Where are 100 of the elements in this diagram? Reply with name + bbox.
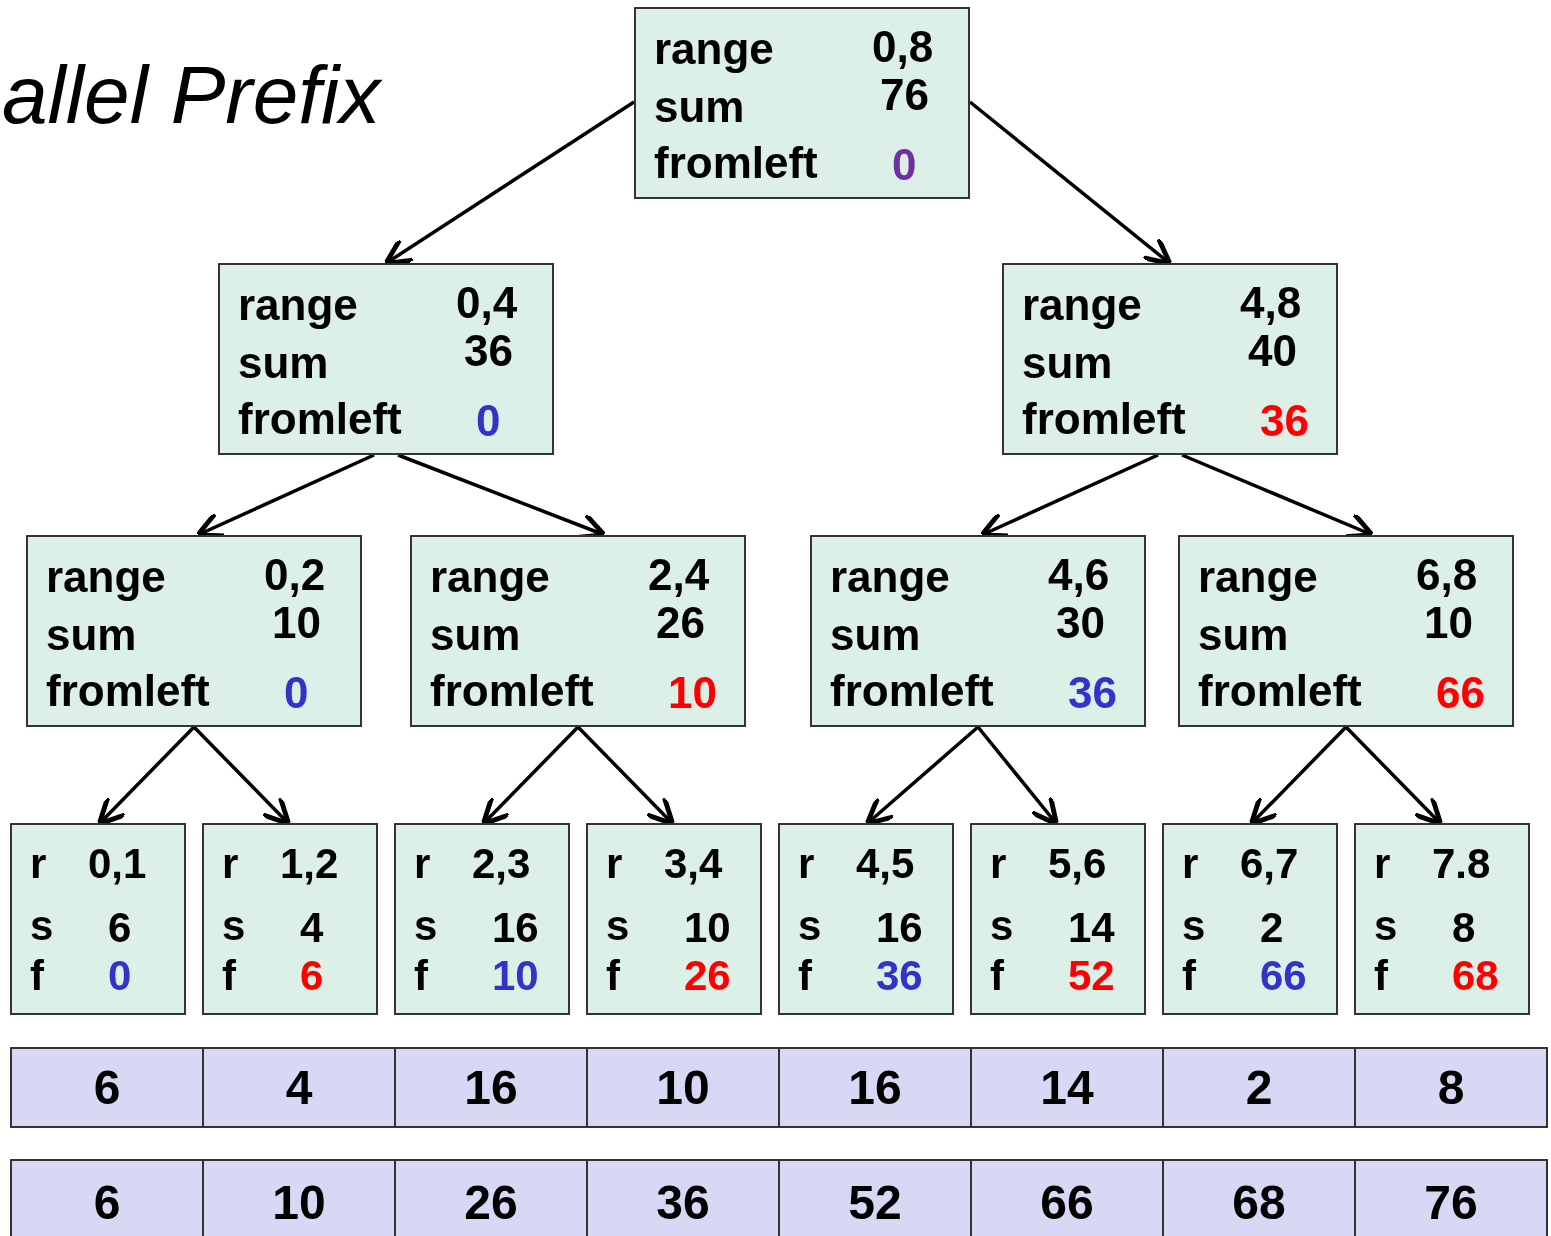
field-value: 36 (464, 329, 513, 373)
field-value: 0 (476, 399, 501, 443)
field-label: r (1182, 843, 1199, 885)
field-value: 0 (108, 955, 132, 997)
array-cell: 6 (10, 1047, 204, 1128)
field-label: sum (238, 341, 329, 385)
field-value: 10 (668, 671, 717, 715)
field-value: 1,2 (280, 843, 339, 885)
array-cell: 8 (1354, 1047, 1548, 1128)
field-value: 7.8 (1432, 843, 1491, 885)
slide-title: allel Prefix (2, 48, 381, 142)
array-cell: 68 (1162, 1159, 1356, 1236)
field-value: 4,5 (856, 843, 915, 885)
tree-node-box (218, 263, 554, 455)
field-label: f (30, 955, 44, 997)
array-cell: 6 (10, 1159, 204, 1236)
field-label: s (1182, 905, 1206, 947)
field-value: 0 (892, 143, 917, 187)
field-label: sum (830, 613, 921, 657)
field-label: r (798, 843, 815, 885)
field-label: range (654, 27, 774, 71)
field-label: s (606, 905, 630, 947)
field-value: 16 (492, 907, 539, 949)
field-label: f (1182, 955, 1196, 997)
field-value: 6 (300, 955, 324, 997)
arrow (383, 100, 635, 266)
array-cell: 10 (202, 1159, 396, 1236)
field-value: 36 (876, 955, 923, 997)
field-label: f (414, 955, 428, 997)
field-label: s (798, 905, 822, 947)
tree-node-box (586, 823, 762, 1015)
field-value: 66 (1436, 671, 1485, 715)
field-value: 76 (880, 73, 929, 117)
field-value: 2,3 (472, 843, 531, 885)
field-value: 26 (656, 601, 705, 645)
tree-node-box (1178, 535, 1514, 727)
array-cell: 10 (586, 1047, 780, 1128)
field-label: s (1374, 905, 1398, 947)
array-cell: 76 (1354, 1159, 1548, 1236)
field-label: r (414, 843, 431, 885)
field-label: fromleft (1198, 669, 1362, 713)
field-label: range (430, 555, 550, 599)
field-label: sum (46, 613, 137, 657)
field-label: sum (1022, 341, 1113, 385)
field-value: 2,4 (648, 553, 710, 597)
field-value: 0,8 (872, 25, 934, 69)
tree-node-box (970, 823, 1146, 1015)
field-label: f (990, 955, 1004, 997)
field-label: fromleft (238, 397, 402, 441)
field-value: 52 (1068, 955, 1115, 997)
array-cell: 26 (394, 1159, 588, 1236)
field-label: range (238, 283, 358, 327)
tree-node-box (410, 535, 746, 727)
array-cell: 16 (394, 1047, 588, 1128)
field-value: 10 (684, 907, 731, 949)
array-cell: 36 (586, 1159, 780, 1236)
field-value: 10 (492, 955, 539, 997)
tree-node-box (202, 823, 378, 1015)
field-label: r (1374, 843, 1391, 885)
field-label: r (222, 843, 239, 885)
field-value: 0,1 (88, 843, 147, 885)
array-cell: 52 (778, 1159, 972, 1236)
field-value: 30 (1056, 601, 1105, 645)
field-value: 3,4 (664, 843, 723, 885)
field-value: 5,6 (1048, 843, 1107, 885)
field-value: 6,8 (1416, 553, 1478, 597)
field-value: 0 (284, 671, 309, 715)
field-value: 0,4 (456, 281, 518, 325)
field-value: 16 (876, 907, 923, 949)
field-label: f (606, 955, 620, 997)
field-label: fromleft (46, 669, 210, 713)
field-label: fromleft (1022, 397, 1186, 441)
field-label: r (990, 843, 1007, 885)
field-label: range (830, 555, 950, 599)
field-label: fromleft (430, 669, 594, 713)
field-label: s (30, 905, 54, 947)
field-value: 26 (684, 955, 731, 997)
field-label: fromleft (830, 669, 994, 713)
field-label: sum (430, 613, 521, 657)
field-label: f (222, 955, 236, 997)
field-value: 0,2 (264, 553, 326, 597)
tree-node-box (778, 823, 954, 1015)
field-value: 36 (1260, 399, 1309, 443)
field-label: r (606, 843, 623, 885)
tree-node-box (1354, 823, 1530, 1015)
field-value: 6 (108, 907, 132, 949)
field-value: 4 (300, 907, 324, 949)
array-cell: 4 (202, 1047, 396, 1128)
field-label: f (798, 955, 812, 997)
tree-node-box (26, 535, 362, 727)
field-label: fromleft (654, 141, 818, 185)
array-cell: 14 (970, 1047, 1164, 1128)
field-label: r (30, 843, 47, 885)
field-value: 68 (1452, 955, 1499, 997)
field-label: f (1374, 955, 1388, 997)
field-value: 10 (272, 601, 321, 645)
field-label: s (414, 905, 438, 947)
array-cell: 66 (970, 1159, 1164, 1236)
field-value: 8 (1452, 907, 1476, 949)
field-value: 4,8 (1240, 281, 1302, 325)
